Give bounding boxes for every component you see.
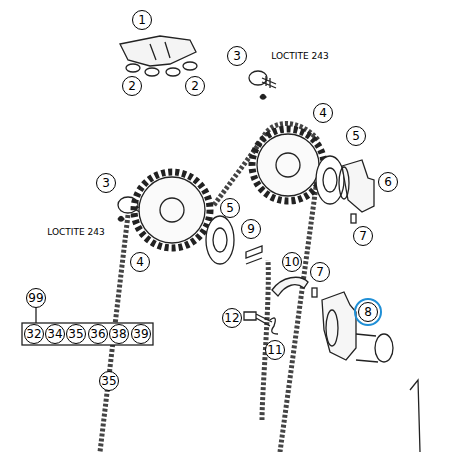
kit-box bbox=[22, 323, 153, 345]
callout-number: 12 bbox=[222, 308, 242, 328]
callout-number: 4 bbox=[313, 103, 333, 123]
callout-number: 35 bbox=[99, 371, 119, 391]
note-text: LOCTITE 243 bbox=[269, 51, 330, 62]
sprocket-body bbox=[257, 134, 319, 196]
camshaft-end bbox=[339, 167, 349, 199]
pin bbox=[312, 288, 317, 297]
camshaft-end bbox=[326, 310, 338, 346]
callout-number: 34 bbox=[45, 324, 65, 344]
pin bbox=[246, 246, 262, 264]
cam-lobe-edge bbox=[356, 334, 378, 362]
callout-number: 99 bbox=[26, 288, 46, 308]
callout-number: 5 bbox=[346, 126, 366, 146]
guide-rail bbox=[120, 36, 196, 66]
pin bbox=[351, 214, 356, 223]
callout-number: 39 bbox=[131, 324, 151, 344]
callout-number: 8 bbox=[358, 302, 378, 322]
loctite-drop bbox=[118, 217, 124, 222]
note-text: LOCTITE 243 bbox=[45, 227, 106, 238]
bearing-race bbox=[323, 168, 337, 192]
screw bbox=[244, 312, 272, 326]
camshaft bbox=[342, 160, 374, 212]
callout-number: 11 bbox=[265, 340, 285, 360]
callout-number: 1 bbox=[132, 10, 152, 30]
bushing bbox=[183, 62, 197, 70]
callout-number: 2 bbox=[122, 76, 142, 96]
bearing-race bbox=[213, 228, 227, 252]
bolt-thread bbox=[262, 76, 276, 88]
sprocket bbox=[252, 129, 324, 201]
callout-number: 5 bbox=[220, 198, 240, 218]
callout-number: 7 bbox=[353, 226, 373, 246]
callout-number: 7 bbox=[310, 262, 330, 282]
callout-number: 10 bbox=[282, 252, 302, 272]
callout-number: 6 bbox=[378, 172, 398, 192]
decompression-lever bbox=[272, 277, 308, 296]
callout-number: 3 bbox=[227, 46, 247, 66]
loctite-drop bbox=[260, 95, 266, 100]
bearing bbox=[316, 156, 344, 204]
callout-number: 3 bbox=[96, 173, 116, 193]
bearing bbox=[206, 216, 234, 264]
sprocket-hub bbox=[276, 153, 300, 177]
cam-lobe bbox=[375, 334, 393, 362]
housing-edge bbox=[410, 380, 420, 452]
callout-number: 2 bbox=[185, 76, 205, 96]
callout-number: 38 bbox=[109, 324, 129, 344]
callout-number: 32 bbox=[24, 324, 44, 344]
sprocket-hub bbox=[160, 198, 184, 222]
callout-number: 36 bbox=[88, 324, 108, 344]
spring bbox=[270, 318, 278, 334]
callout-number: 9 bbox=[241, 219, 261, 239]
sprocket-body bbox=[139, 177, 205, 243]
bushing bbox=[126, 64, 140, 72]
guide-rail-rib bbox=[150, 42, 170, 60]
kit-leader bbox=[35, 308, 36, 323]
callout-number: 4 bbox=[130, 252, 150, 272]
bushing bbox=[145, 68, 159, 76]
callout-number: 35 bbox=[66, 324, 86, 344]
camshaft bbox=[322, 292, 356, 360]
bushing bbox=[166, 68, 180, 76]
sprocket bbox=[134, 172, 210, 248]
